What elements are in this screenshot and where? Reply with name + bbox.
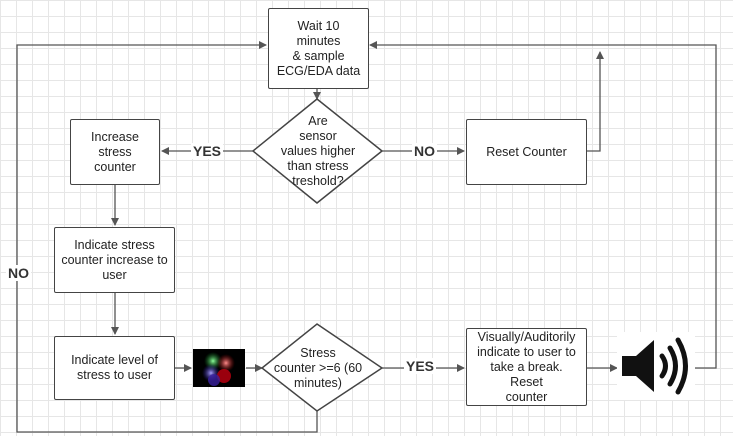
sensor-no-label: NO: [412, 143, 437, 159]
reset-counter-node: Reset Counter: [466, 119, 587, 185]
edge-speaker-loop: [369, 41, 717, 369]
sensor-decision-diamond: [251, 98, 384, 204]
indicate-level-node: Indicate level of stress to user: [54, 336, 175, 400]
indicate-increase-node: Indicate stress counter increase to user: [54, 227, 175, 293]
sensor-yes-label: YES: [191, 143, 224, 159]
counter-decision-diamond: [260, 323, 384, 412]
counter-yes-label: YES: [404, 358, 437, 374]
break-reset-node: Visually/Auditorily indicate to user to …: [466, 328, 587, 406]
wait-sample-node: Wait 10 minutes & sample ECG/EDA data: [268, 8, 369, 89]
edge-reset-loop: [587, 51, 604, 152]
sensor-decision-text: Are sensor values higher than stress tre…: [280, 113, 356, 188]
edge-counter-no-loop: [16, 41, 318, 433]
loop-no-label: NO: [6, 265, 31, 281]
rgb-led-image: [193, 349, 245, 387]
speaker-volume-icon: [617, 332, 695, 400]
counter-decision-text: Stress counter >=6 (60 minutes): [273, 345, 363, 390]
increase-counter-node: Increase stress counter: [70, 119, 160, 185]
